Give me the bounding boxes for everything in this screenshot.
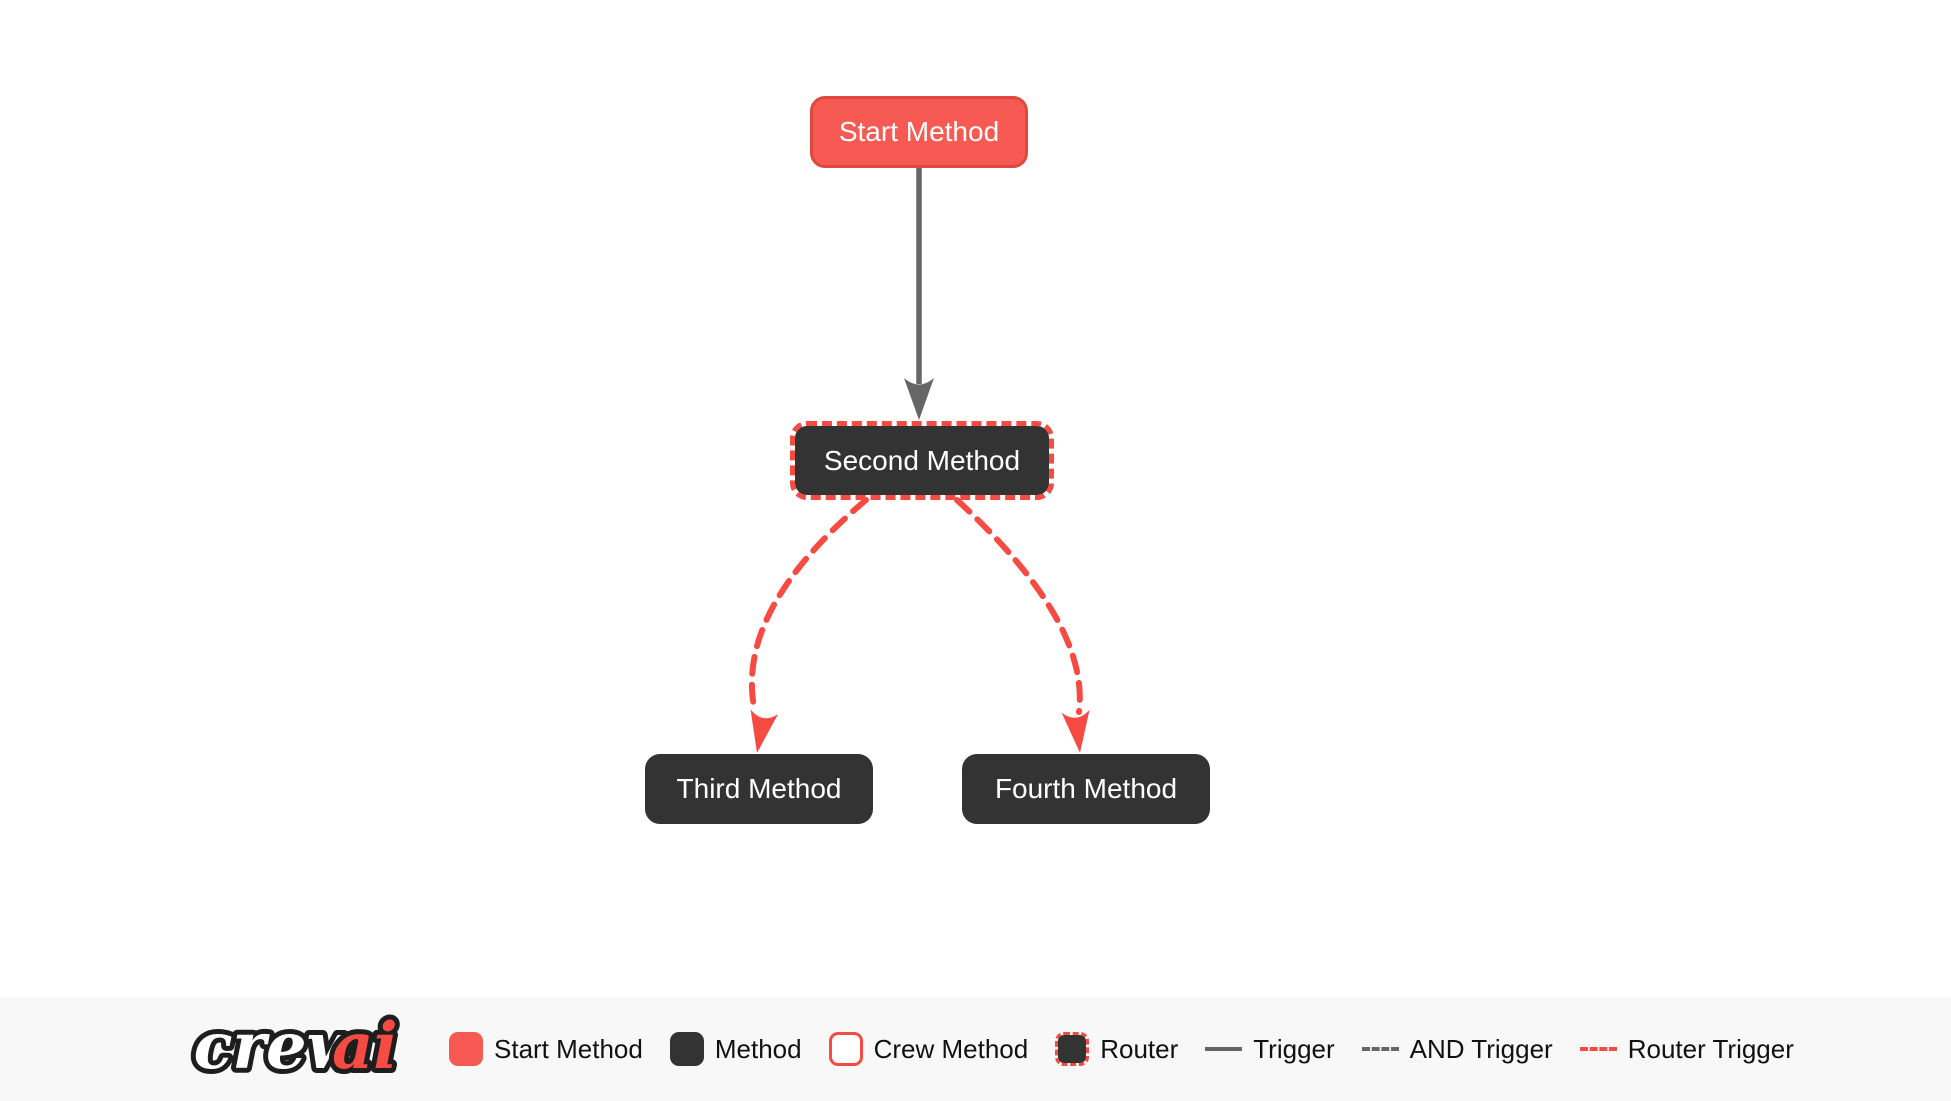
and-trigger-line-icon	[1361, 1047, 1399, 1051]
legend-item-router-trigger: Router Trigger	[1579, 1033, 1794, 1065]
arrowhead-router-left	[750, 709, 779, 753]
logo-ai-text: ai	[332, 1009, 398, 1084]
node-start-method[interactable]: Start Method	[810, 96, 1028, 168]
method-swatch-icon	[669, 1032, 704, 1066]
legend-label: Start Method	[494, 1033, 643, 1064]
legend-label: Router	[1100, 1033, 1179, 1064]
legend-bar: crew ai Start Method Method Crew Method …	[0, 997, 1951, 1101]
edge-trigger-start-to-second	[904, 168, 934, 420]
legend-label: Trigger	[1253, 1033, 1335, 1064]
legend-label: Method	[714, 1033, 802, 1064]
legend-item-method: Method	[669, 1032, 802, 1066]
crewai-logo: crew ai	[189, 1008, 403, 1089]
crew-method-swatch-icon	[828, 1032, 863, 1066]
legend-item-router: Router	[1055, 1032, 1178, 1066]
router-trigger-line-icon	[1579, 1047, 1617, 1051]
node-label: Third Method	[676, 773, 842, 804]
node-label: Start Method	[838, 116, 1000, 147]
arrowhead-trigger	[904, 378, 934, 420]
flow-edges	[748, 168, 1090, 753]
legend-label: AND Trigger	[1409, 1033, 1553, 1064]
legend-label: Router Trigger	[1627, 1033, 1794, 1064]
arrowhead-router-right	[1061, 709, 1090, 753]
legend-item-trigger: Trigger	[1205, 1033, 1335, 1065]
start-method-swatch-icon	[449, 1032, 483, 1066]
edge-router-second-to-third	[748, 497, 869, 753]
node-third-method[interactable]: Third Method	[645, 754, 873, 824]
flow-canvas[interactable]: Start Method Second Method Third Method …	[0, 0, 1951, 997]
node-label: Second Method	[823, 444, 1021, 476]
legend-item-crew-method: Crew Method	[828, 1032, 1029, 1066]
node-label: Fourth Method	[994, 773, 1178, 804]
trigger-line-icon	[1205, 1047, 1243, 1051]
legend-item-start-method: Start Method	[449, 1032, 643, 1066]
legend-label: Crew Method	[873, 1033, 1029, 1064]
router-swatch-icon	[1055, 1032, 1090, 1066]
node-fourth-method[interactable]: Fourth Method	[962, 754, 1210, 824]
node-second-method[interactable]: Second Method	[790, 421, 1054, 500]
edge-router-second-to-fourth	[954, 497, 1090, 753]
legend-item-and-trigger: AND Trigger	[1361, 1033, 1553, 1065]
logo-crew-text: crew	[194, 1009, 364, 1084]
